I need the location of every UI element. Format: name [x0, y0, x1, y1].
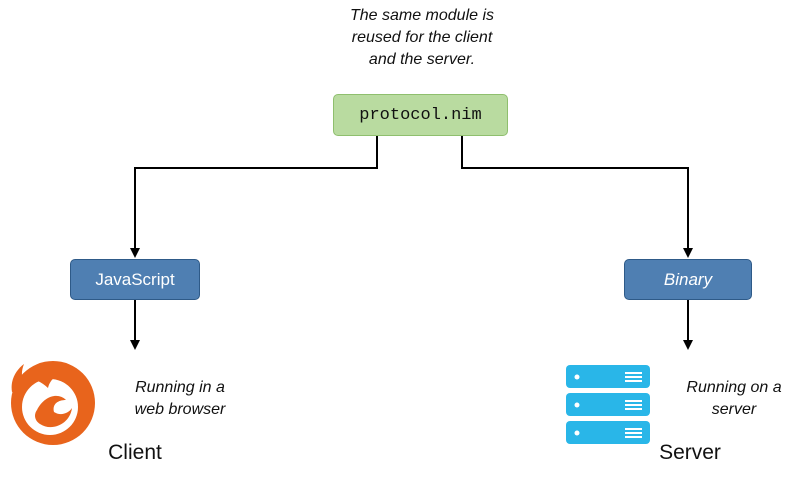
client-running-note: Running in a web browser: [134, 379, 226, 418]
client-label: Client: [108, 441, 162, 464]
protocol-module-label: protocol.nim: [359, 105, 482, 125]
arrow-module-to-binary: [461, 136, 693, 258]
server-label: Server: [659, 441, 721, 464]
binary-target-label: Binary: [663, 269, 713, 289]
server-running-note: Running on a server: [686, 379, 782, 418]
binary-target-box: Binary: [624, 259, 752, 300]
server-rack-icon: [566, 365, 650, 444]
protocol-module-box: protocol.nim: [333, 94, 508, 136]
javascript-target-label: JavaScript: [95, 269, 175, 289]
javascript-target-box: JavaScript: [70, 259, 200, 300]
firefox-icon: [11, 361, 95, 445]
module-reuse-note: The same module is reused for the client…: [349, 7, 495, 68]
arrow-module-to-javascript: [130, 136, 378, 258]
